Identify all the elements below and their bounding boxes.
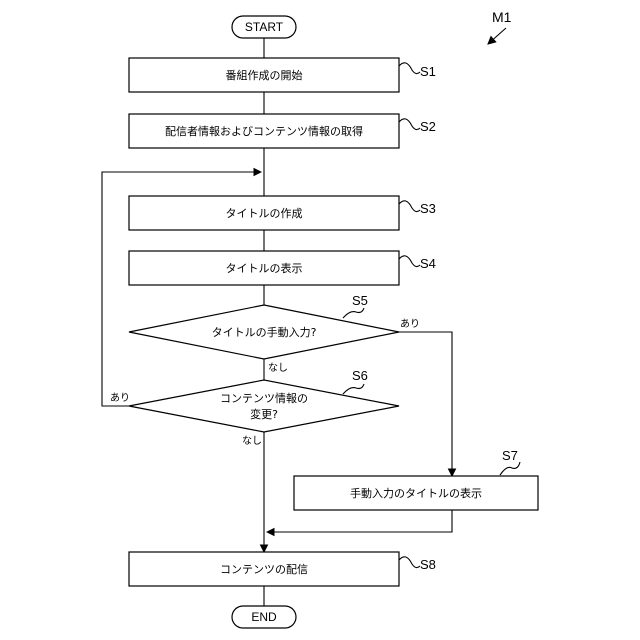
step-s3-text: タイトルの作成 xyxy=(226,207,303,220)
step-s7-text: 手動入力のタイトルの表示 xyxy=(350,486,482,500)
s6-no-label: なし xyxy=(242,435,262,447)
step-s4-tilde xyxy=(399,256,420,267)
step-s2-id: S2 xyxy=(420,119,436,134)
step-s7-tilde xyxy=(500,462,520,475)
step-s3-tilde xyxy=(399,201,420,212)
step-s4-id: S4 xyxy=(420,256,436,271)
step-s7-id: S7 xyxy=(502,448,518,463)
step-s1-tilde xyxy=(399,63,420,74)
s5-no-label: なし xyxy=(268,362,288,374)
decision-s5-tilde xyxy=(343,308,364,318)
step-s2-tilde xyxy=(399,119,420,130)
step-s8-id: S8 xyxy=(420,557,436,572)
step-s8-text: コンテンツの配信 xyxy=(220,563,308,576)
decision-s5-id: S5 xyxy=(352,293,368,308)
step-s1-id: S1 xyxy=(420,64,436,79)
step-s4-text: タイトルの表示 xyxy=(226,261,303,275)
step-s8-tilde xyxy=(399,557,420,568)
s7-merge-connector xyxy=(267,510,452,532)
step-s1-text: 番組作成の開始 xyxy=(226,68,303,82)
decision-s6-text-line1: コンテンツ情報の xyxy=(220,392,308,405)
decision-s6-tilde xyxy=(343,384,364,394)
start-label: START xyxy=(245,20,284,34)
figure-label-arrow xyxy=(488,28,506,44)
end-label: END xyxy=(251,610,277,624)
s5-yes-connector xyxy=(399,332,452,476)
decision-s6-text-line2: 変更? xyxy=(250,407,278,421)
step-s2-text: 配信者情報およびコンテンツ情報の取得 xyxy=(165,125,363,138)
decision-s5-text: タイトルの手動入力? xyxy=(212,325,317,339)
figure-label: M1 xyxy=(492,9,512,25)
s6-yes-label: あり xyxy=(110,392,130,404)
s5-yes-label: あり xyxy=(400,318,420,330)
decision-s6 xyxy=(129,380,399,432)
step-s3-id: S3 xyxy=(420,201,436,216)
decision-s6-id: S6 xyxy=(352,368,368,383)
